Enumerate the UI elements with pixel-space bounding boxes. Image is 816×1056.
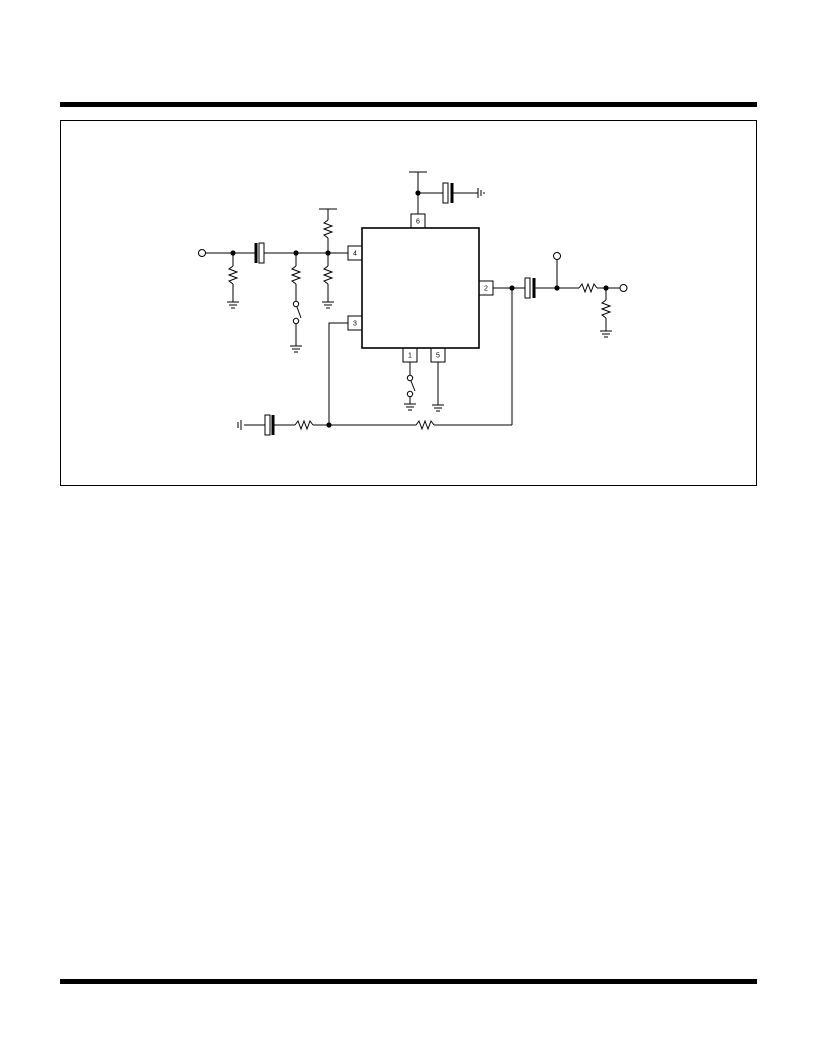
feedback-network <box>237 288 513 436</box>
pin-1-label: 1 <box>408 353 412 360</box>
header-rule <box>60 102 757 107</box>
junction-dots <box>230 190 609 428</box>
pin-5-label: 5 <box>436 353 440 360</box>
footer-rule <box>60 979 757 984</box>
ic-body <box>361 227 480 349</box>
ground-symbol <box>289 345 303 353</box>
ground-symbol <box>226 301 240 309</box>
pin-3-label: 3 <box>353 321 357 328</box>
pin-2-label: 2 <box>484 286 488 293</box>
ground-symbol <box>599 330 613 338</box>
ground-symbol <box>321 301 335 309</box>
input-network <box>198 208 348 346</box>
ground-symbol <box>431 404 445 412</box>
figure-frame <box>60 120 757 486</box>
bottom-pin-branches <box>406 362 439 405</box>
ground-symbol <box>403 403 417 411</box>
output-network <box>493 252 628 331</box>
pin-4-label: 4 <box>353 251 357 258</box>
pin-6-label: 6 <box>416 219 420 226</box>
